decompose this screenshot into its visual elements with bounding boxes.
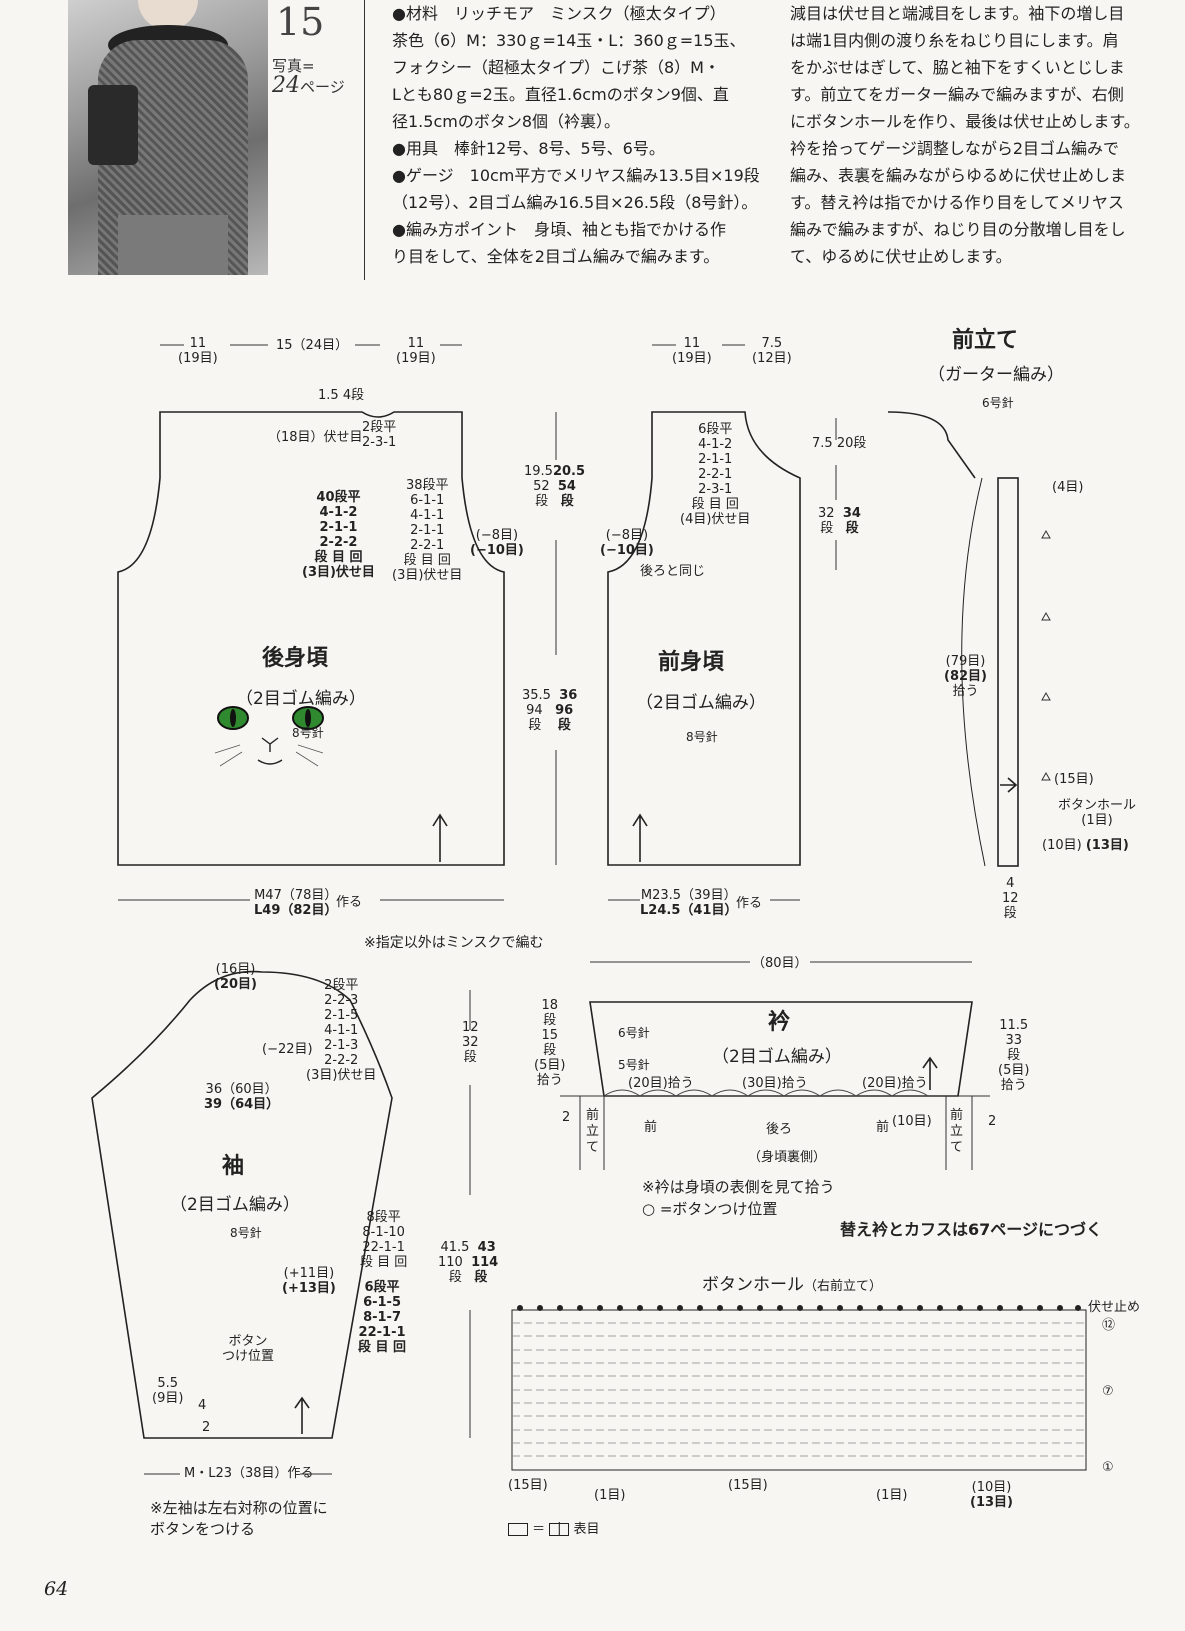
collar-pattern: （2目ゴム編み）	[712, 1047, 842, 1067]
photo-reference: 写真= 24ページ	[272, 57, 345, 98]
front-needle: 8号針	[686, 730, 718, 744]
front-armhole-total: (−8目)(−10目)	[600, 528, 654, 558]
back-pattern: （2目ゴム編み）	[236, 689, 366, 709]
front-cast-on: M23.5（39目）L24.5（41目）	[640, 888, 738, 918]
sleeve-button-dim-4: 4	[198, 1398, 207, 1413]
chart-bottom-3: (15目)	[728, 1478, 768, 1493]
back-armhole-height: 19.520.5 52 54 段 段	[524, 464, 586, 509]
back-top-dim-center: 15（24目）	[276, 338, 349, 353]
back-body-height: 35.5 36 94 96 段 段	[522, 688, 578, 733]
back-top-dim-left: 11(19目)	[178, 336, 218, 366]
back-cast-on-suffix: 作る	[336, 895, 363, 910]
collar-front-left: 前	[644, 1120, 658, 1135]
band-needle: 6号針	[982, 396, 1014, 410]
back-cast-on: M47（78目）L49（82目）	[254, 888, 338, 918]
collar-needle-5: 5号針	[618, 1058, 650, 1072]
sleeve-increase-total: (+11目)(+13目)	[282, 1266, 336, 1296]
chart-bottom-1: (15目)	[508, 1478, 548, 1493]
sleeve-title: 袖	[222, 1154, 245, 1179]
front-pattern: （2目ゴム編み）	[636, 693, 766, 713]
sleeve-length: 41.5 43 110 114 段 段	[438, 1240, 499, 1285]
band-bottom-label: (10目) (13目)	[1042, 838, 1129, 853]
collar-bottom-right: (10目)	[892, 1114, 932, 1129]
collar-notes: ※衿は身頃の表側を見て拾う○ =ボタンつけ位置	[642, 1178, 835, 1218]
sleeve-button-dims: 5.5(9目)	[152, 1376, 184, 1406]
chart-row-12: ⑫	[1102, 1318, 1116, 1333]
chart-bottom-2: (1目)	[594, 1488, 626, 1503]
chart-bottom-4: (1目)	[876, 1488, 908, 1503]
materials-block: ●材料 リッチモア ミンスク（極太タイプ）茶色（6）M：330ｇ=14玉・L：3…	[392, 4, 760, 266]
sleeve-top: (16目)(20目)	[214, 962, 257, 992]
front-same-as-back: 後ろと同じ	[640, 564, 706, 579]
chart-bind-off: 伏せ止め	[1088, 1300, 1141, 1315]
page-number: 64	[44, 1578, 69, 1600]
continue-note: 替え衿とカフスは67ページにつづく	[840, 1220, 1102, 1239]
band-top-label: (4目)	[1052, 480, 1084, 495]
back-title: 後身頃	[262, 646, 329, 671]
collar-front-right: 前	[876, 1120, 890, 1135]
back-armhole-total: (−8目)(−10目)	[470, 528, 524, 558]
back-neck-bind: （18目）伏せ目	[268, 430, 363, 445]
chart-bottom-5: (10目)(13目)	[970, 1480, 1013, 1510]
chart-legend: ＝ | 表目	[508, 1522, 599, 1537]
collar-pick-back: (30目)拾う	[742, 1076, 808, 1091]
sleeve-cast-on: M・L23（38目）作る	[184, 1466, 314, 1481]
back-top-dim-right: 11(19目)	[396, 336, 436, 366]
chart-row-7: ⑦	[1102, 1384, 1114, 1399]
model-photo	[68, 0, 268, 275]
collar-title: 衿	[768, 1010, 791, 1035]
front-top-dim-right: 7.5(12目)	[752, 336, 792, 366]
sleeve-button-position: ボタンつけ位置	[222, 1334, 275, 1364]
band-title: 前立て	[952, 328, 1019, 353]
front-top-dim-left: 11(19目)	[672, 336, 712, 366]
collar-edge-left: 2	[562, 1110, 571, 1125]
chart-row-1: ①	[1102, 1460, 1114, 1475]
cat-face-decoration	[214, 706, 324, 767]
sleeve-button-dim-2: 2	[202, 1420, 211, 1435]
chart-title: ボタンホール（右前立て）	[702, 1275, 883, 1295]
collar-width: （80目）	[752, 956, 808, 971]
front-cast-on-suffix: 作る	[736, 896, 763, 911]
sleeve-width: 36（60目）39（64目）	[204, 1082, 280, 1112]
sleeve-pattern: （2目ゴム編み）	[170, 1195, 300, 1215]
instructions-block: 減目は伏せ目と端減目をします。袖下の増し目は端1目内側の渡り糸をねじり目にします…	[790, 4, 1140, 266]
band-mark-label: (15目)	[1054, 772, 1094, 787]
collar-pick-left: (20目)拾う	[628, 1076, 694, 1091]
header-divider	[364, 0, 365, 280]
front-side-height: 32 34 段 段	[818, 506, 861, 536]
band-pick-up: (79目)(82目)拾う	[944, 654, 987, 699]
collar-pick-right: (20目)拾う	[862, 1076, 928, 1091]
front-neck-depth: 7.5 20段	[812, 436, 867, 451]
band-buttonhole: ボタンホール(1目)	[1058, 798, 1137, 828]
front-title: 前身頃	[658, 650, 725, 675]
collar-edge-right: 2	[988, 1114, 997, 1129]
sleeve-needle: 8号針	[230, 1226, 262, 1240]
back-needle: 8号針	[292, 726, 324, 740]
sleeve-cap-total: (−22目)	[262, 1042, 313, 1057]
pattern-number: 15	[276, 0, 325, 44]
collar-band-left: 前立て	[586, 1108, 600, 1155]
band-pattern: （ガーター編み）	[928, 365, 1064, 385]
collar-body-back: （身頃裏側）	[748, 1150, 827, 1165]
sleeve-left-note: ※左袖は左右対称の位置にボタンをつける	[150, 1499, 328, 1538]
back-neck-depth: 1.5 4段	[318, 388, 365, 403]
collar-back: 後ろ	[766, 1122, 793, 1137]
collar-needle-6: 6号針	[618, 1026, 650, 1040]
collar-band-right: 前立て	[950, 1108, 964, 1155]
note-minsk: ※指定以外はミンスクで編む	[364, 935, 544, 951]
